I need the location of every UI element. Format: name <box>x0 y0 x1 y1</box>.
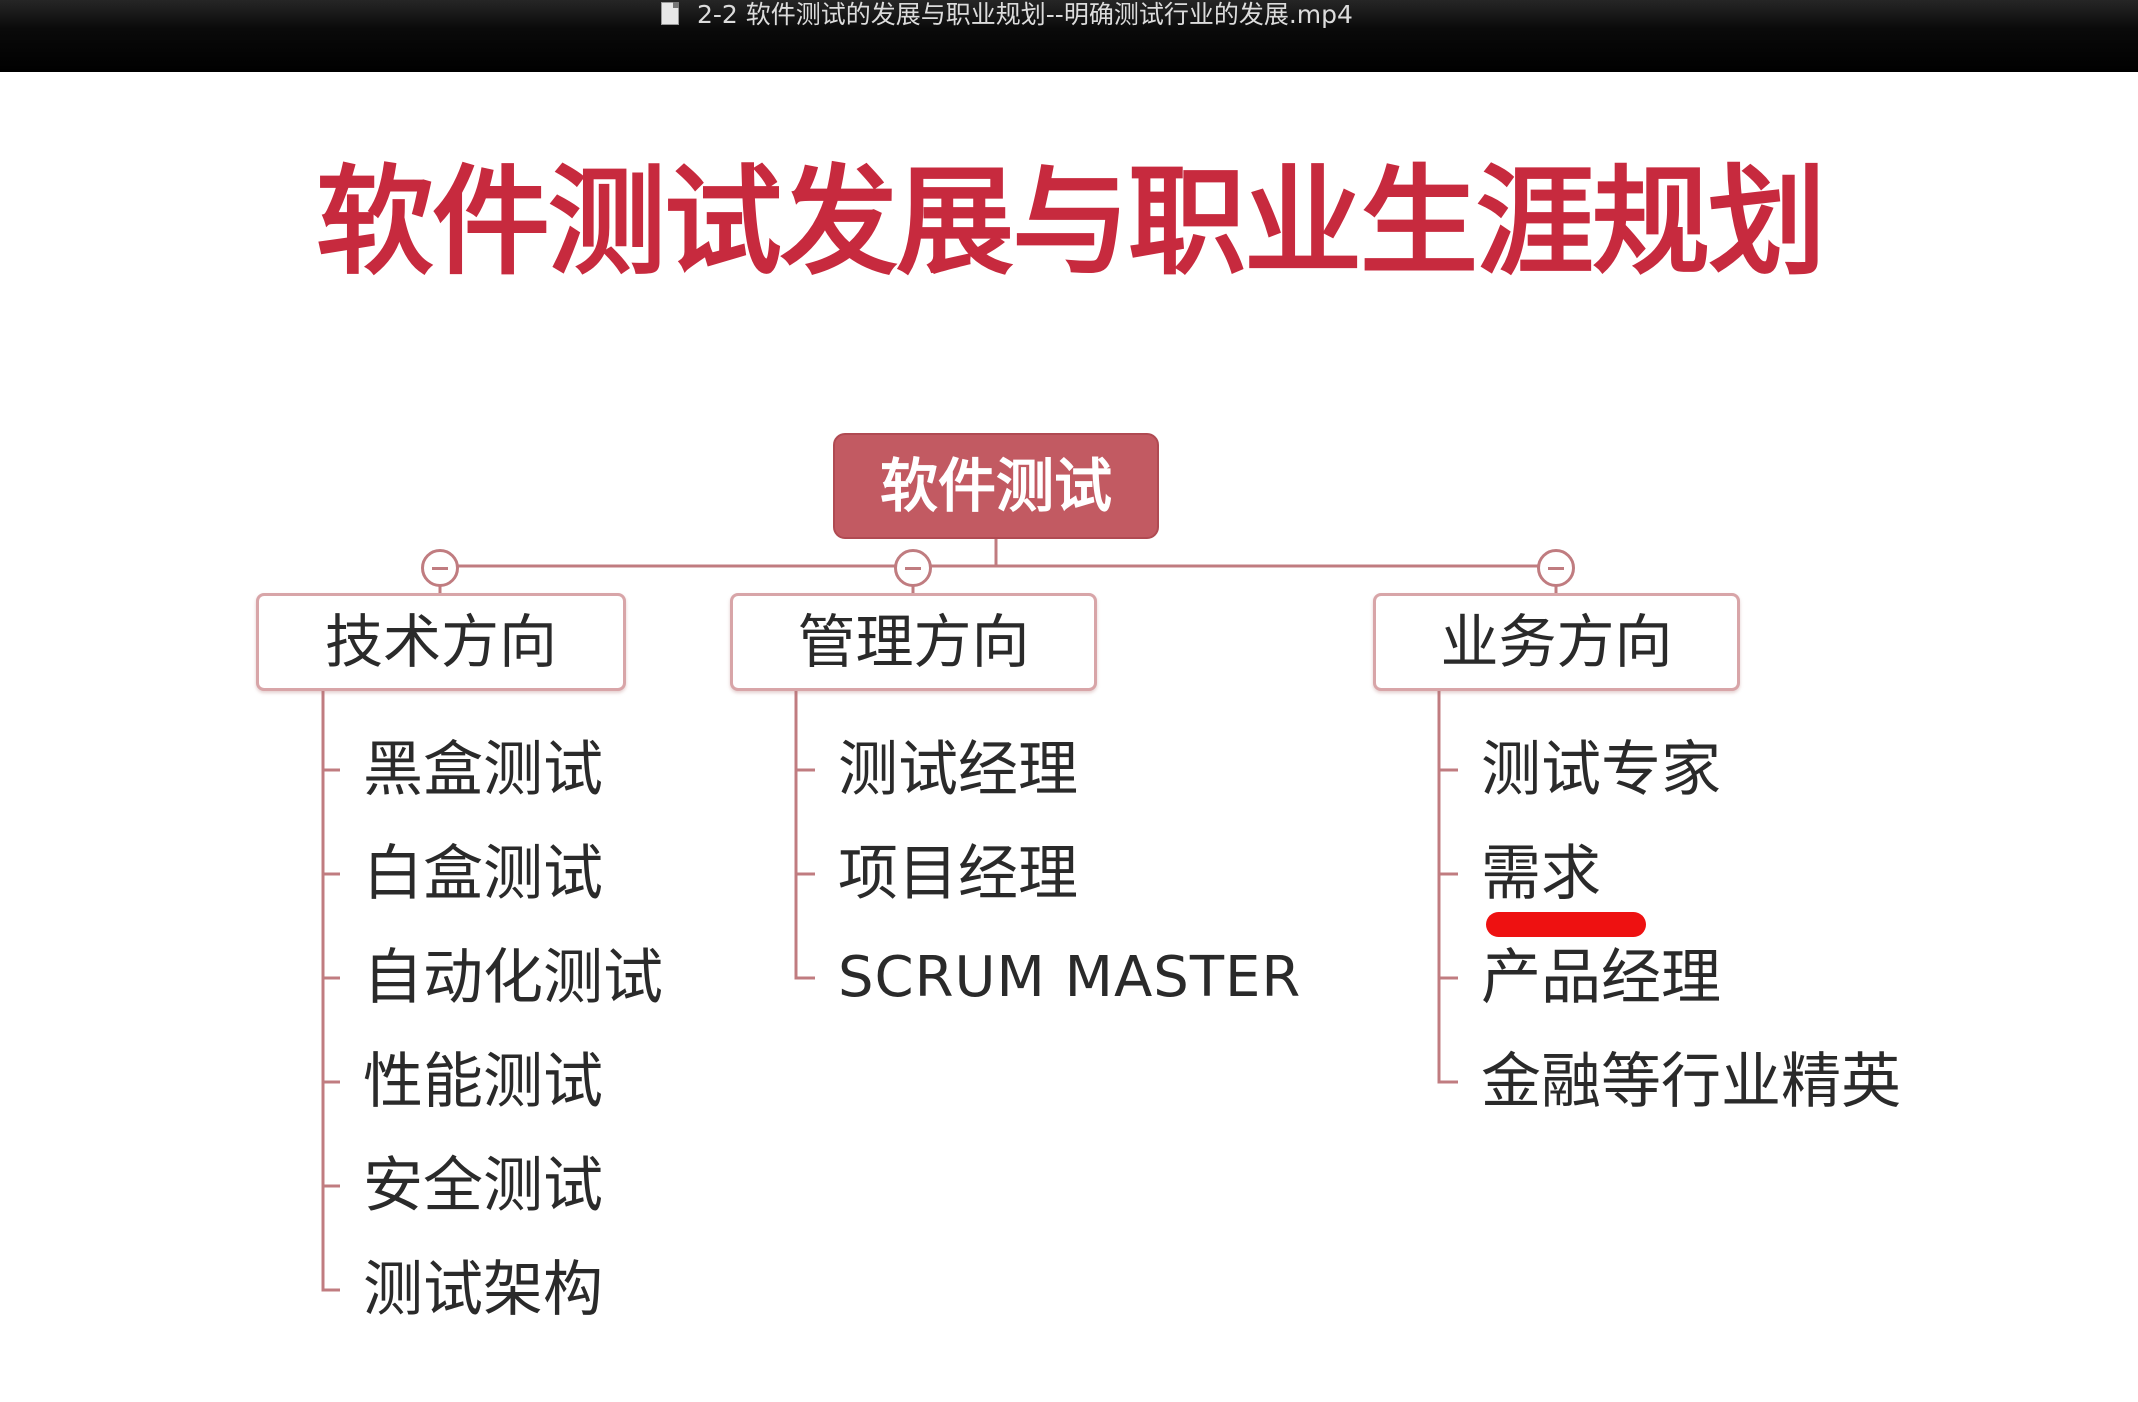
player-title-bar: 2-2 软件测试的发展与职业规划--明确测试行业的发展.mp4 <box>0 0 2138 72</box>
leaf-item[interactable]: 金融等行业精英 <box>1481 1047 1901 1117</box>
leaf-item[interactable]: 测试经理 <box>838 735 1078 805</box>
leaf-item[interactable]: 需求 <box>1481 839 1601 909</box>
leaf-item[interactable]: 白盒测试 <box>363 839 603 909</box>
branch-node-tech[interactable]: 技术方向 <box>256 593 626 691</box>
leaf-item[interactable]: 测试专家 <box>1481 735 1721 805</box>
collapse-minus-icon[interactable] <box>894 549 932 587</box>
branch-label: 业务方向 <box>1440 608 1673 676</box>
branch-node-management[interactable]: 管理方向 <box>730 593 1097 691</box>
branch-label: 技术方向 <box>324 608 557 676</box>
leaf-item[interactable]: 性能测试 <box>363 1047 603 1117</box>
leaf-item[interactable]: 项目经理 <box>838 839 1078 909</box>
video-file-title: 2-2 软件测试的发展与职业规划--明确测试行业的发展.mp4 <box>697 0 1353 29</box>
leaf-item[interactable]: 安全测试 <box>363 1151 603 1221</box>
file-icon <box>661 2 679 25</box>
collapse-minus-icon[interactable] <box>1537 549 1575 587</box>
slide-title: 软件测试发展与职业生涯规划 <box>315 153 1826 291</box>
leaf-item[interactable]: 产品经理 <box>1481 943 1721 1013</box>
root-node-label: 软件测试 <box>879 452 1112 520</box>
leaf-item[interactable]: 黑盒测试 <box>363 735 603 805</box>
collapse-minus-icon[interactable] <box>421 549 459 587</box>
leaf-item[interactable]: SCRUM MASTER <box>838 945 1302 1010</box>
leaf-item[interactable]: 测试架构 <box>363 1255 603 1325</box>
branch-label: 管理方向 <box>797 608 1030 676</box>
leaf-item[interactable]: 自动化测试 <box>363 943 663 1013</box>
branch-node-business[interactable]: 业务方向 <box>1373 593 1740 691</box>
root-node[interactable]: 软件测试 <box>833 433 1159 539</box>
annotation-underline <box>1486 912 1646 937</box>
